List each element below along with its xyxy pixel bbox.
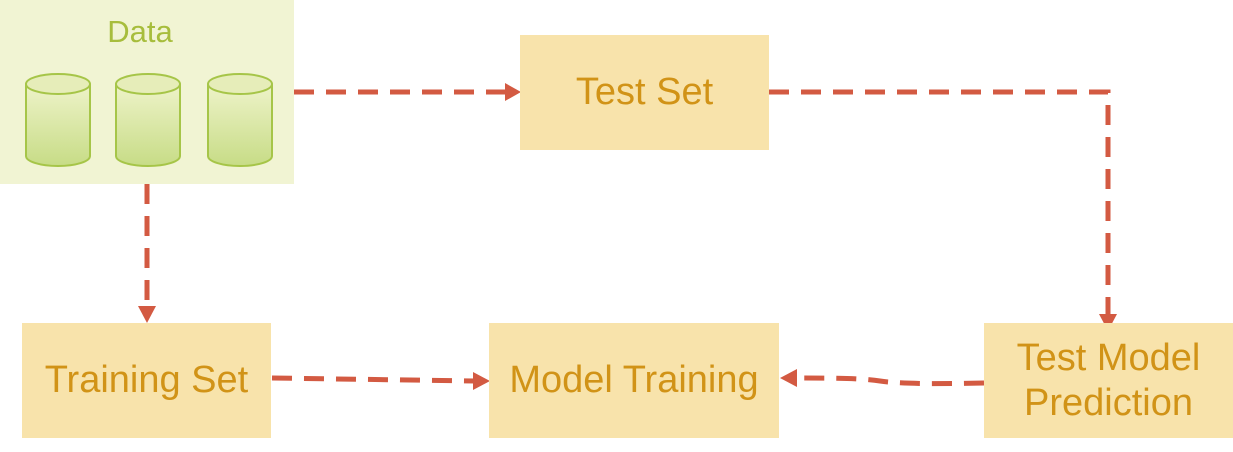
arrow-training-to-model-training — [271, 375, 476, 384]
data-label: Data — [107, 14, 173, 49]
training-set-label: Training Set — [44, 359, 249, 402]
test-set-label: Test Set — [575, 71, 714, 114]
arrowhead-icon — [138, 306, 156, 323]
arrowhead-icon — [780, 369, 797, 387]
model-training-box: Model Training — [489, 323, 779, 438]
test-model-prediction-label: Test Model Prediction — [1016, 337, 1201, 424]
arrow-test-set-to-prediction — [769, 89, 1111, 314]
model-training-label: Model Training — [509, 359, 759, 402]
database-cylinder-icon — [115, 73, 181, 167]
arrowhead-icon — [473, 372, 490, 390]
arrowhead-icon — [505, 83, 521, 101]
test-model-prediction-box: Test Model Prediction — [984, 323, 1233, 438]
arrow-prediction-to-model-training — [795, 375, 985, 387]
database-cylinder-icon — [25, 73, 91, 167]
training-set-box: Training Set — [22, 323, 271, 438]
arrowhead-icon — [1099, 314, 1117, 331]
test-set-box: Test Set — [520, 35, 769, 150]
database-cylinder-icon — [207, 73, 273, 167]
